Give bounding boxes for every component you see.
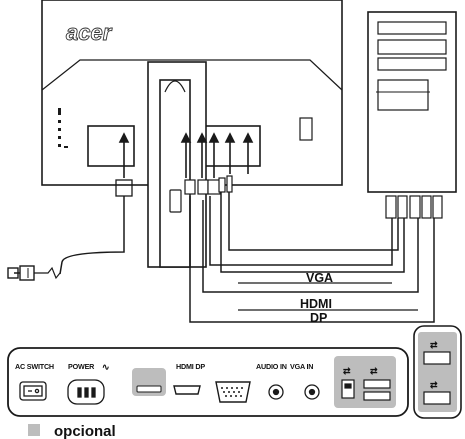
rear-port-panel: AC SWITCH POWER ∿ HDMI DP AUDIO IN VGA I… <box>7 325 462 419</box>
ac-wave-icon: ∿ <box>102 362 110 372</box>
ac-switch-label: AC SWITCH <box>15 362 54 371</box>
audio-jack-icon <box>268 384 284 400</box>
hdmi-port-icon <box>173 385 201 395</box>
usb-symbol-icon: ⇄ <box>430 380 438 390</box>
dp-connector-pc <box>432 195 443 219</box>
hdmi-connector-pc <box>421 195 432 219</box>
vga-port-icon <box>215 381 251 403</box>
vga-in-label: VGA IN <box>290 362 313 371</box>
legend: opcional <box>28 423 116 439</box>
legend-optional-label: opcional <box>54 423 116 439</box>
pc-drive-bay-2 <box>377 39 447 55</box>
usb-port-icon <box>341 379 391 401</box>
power-socket-icon <box>67 379 105 405</box>
arrow-up-icon <box>208 132 220 178</box>
audio-jack-icon <box>304 384 320 400</box>
vga-cable-label: VGA <box>306 271 333 285</box>
usb-connector-monitor <box>218 177 226 193</box>
power-cord <box>59 200 125 275</box>
usb-symbol-icon: ⇄ <box>430 340 438 350</box>
left-port-block <box>87 125 135 167</box>
power-label: POWER <box>68 362 95 371</box>
arrow-up-icon <box>224 132 236 174</box>
side-usb-port-2 <box>423 391 451 405</box>
monitor-rear: acer <box>41 0 343 268</box>
monitor-stand-hole <box>169 189 182 213</box>
audio-connector-monitor <box>226 175 233 193</box>
side-usb-port-1 <box>423 351 451 365</box>
monitor-cable-connectors <box>184 175 233 195</box>
audio-in-label: AUDIO IN <box>256 362 287 371</box>
ac-switch-icon <box>19 381 47 401</box>
pc-tower <box>367 11 457 193</box>
dp-cable <box>189 196 435 323</box>
arrow-up-icon <box>196 132 208 178</box>
vga-cable <box>209 196 393 266</box>
svg-text:⇄: ⇄ <box>370 366 378 376</box>
pc-cable-connectors <box>385 195 443 219</box>
dp-cable-label: DP <box>310 311 327 325</box>
vga-connector-pc <box>397 195 408 219</box>
monitor-control-buttons <box>58 108 68 148</box>
arrow-up-icon <box>118 132 130 178</box>
dp-connector-monitor <box>184 179 196 195</box>
usb-cable <box>220 190 405 273</box>
pc-front-panel <box>377 79 429 111</box>
right-port-block <box>203 125 261 167</box>
pc-tower-body <box>367 11 457 193</box>
hdmi-dp-label: HDMI DP <box>176 362 205 371</box>
optional-port-opening <box>136 385 162 393</box>
audio-cable <box>228 192 399 251</box>
hdmi-cable-label: HDMI <box>300 297 332 311</box>
pc-drive-bay-3 <box>377 57 447 71</box>
pc-drive-bay-1 <box>377 21 447 35</box>
monitor-stand-column <box>159 79 191 268</box>
usb-symbol-icon: ⇄ ⇄ <box>343 366 378 376</box>
usb-connector-pc <box>409 195 421 219</box>
legend-swatch <box>28 424 40 436</box>
vga-connector-monitor <box>207 179 221 195</box>
hdmi-cable <box>202 200 419 293</box>
arrow-up-icon <box>242 132 254 174</box>
hdmi-connector-monitor <box>197 179 209 195</box>
arrow-up-icon <box>180 132 192 178</box>
power-plug-icon <box>7 265 61 281</box>
cables <box>7 179 435 323</box>
connection-arrows <box>118 132 254 178</box>
monitor-stand-hinge <box>164 80 186 93</box>
monitor-back-cover <box>41 59 343 91</box>
audio-connector-pc <box>385 195 397 219</box>
port-panel-frame <box>7 347 409 417</box>
monitor-side-slot <box>299 117 313 141</box>
brand-logo: acer <box>66 20 113 45</box>
svg-text:⇄: ⇄ <box>343 366 351 376</box>
